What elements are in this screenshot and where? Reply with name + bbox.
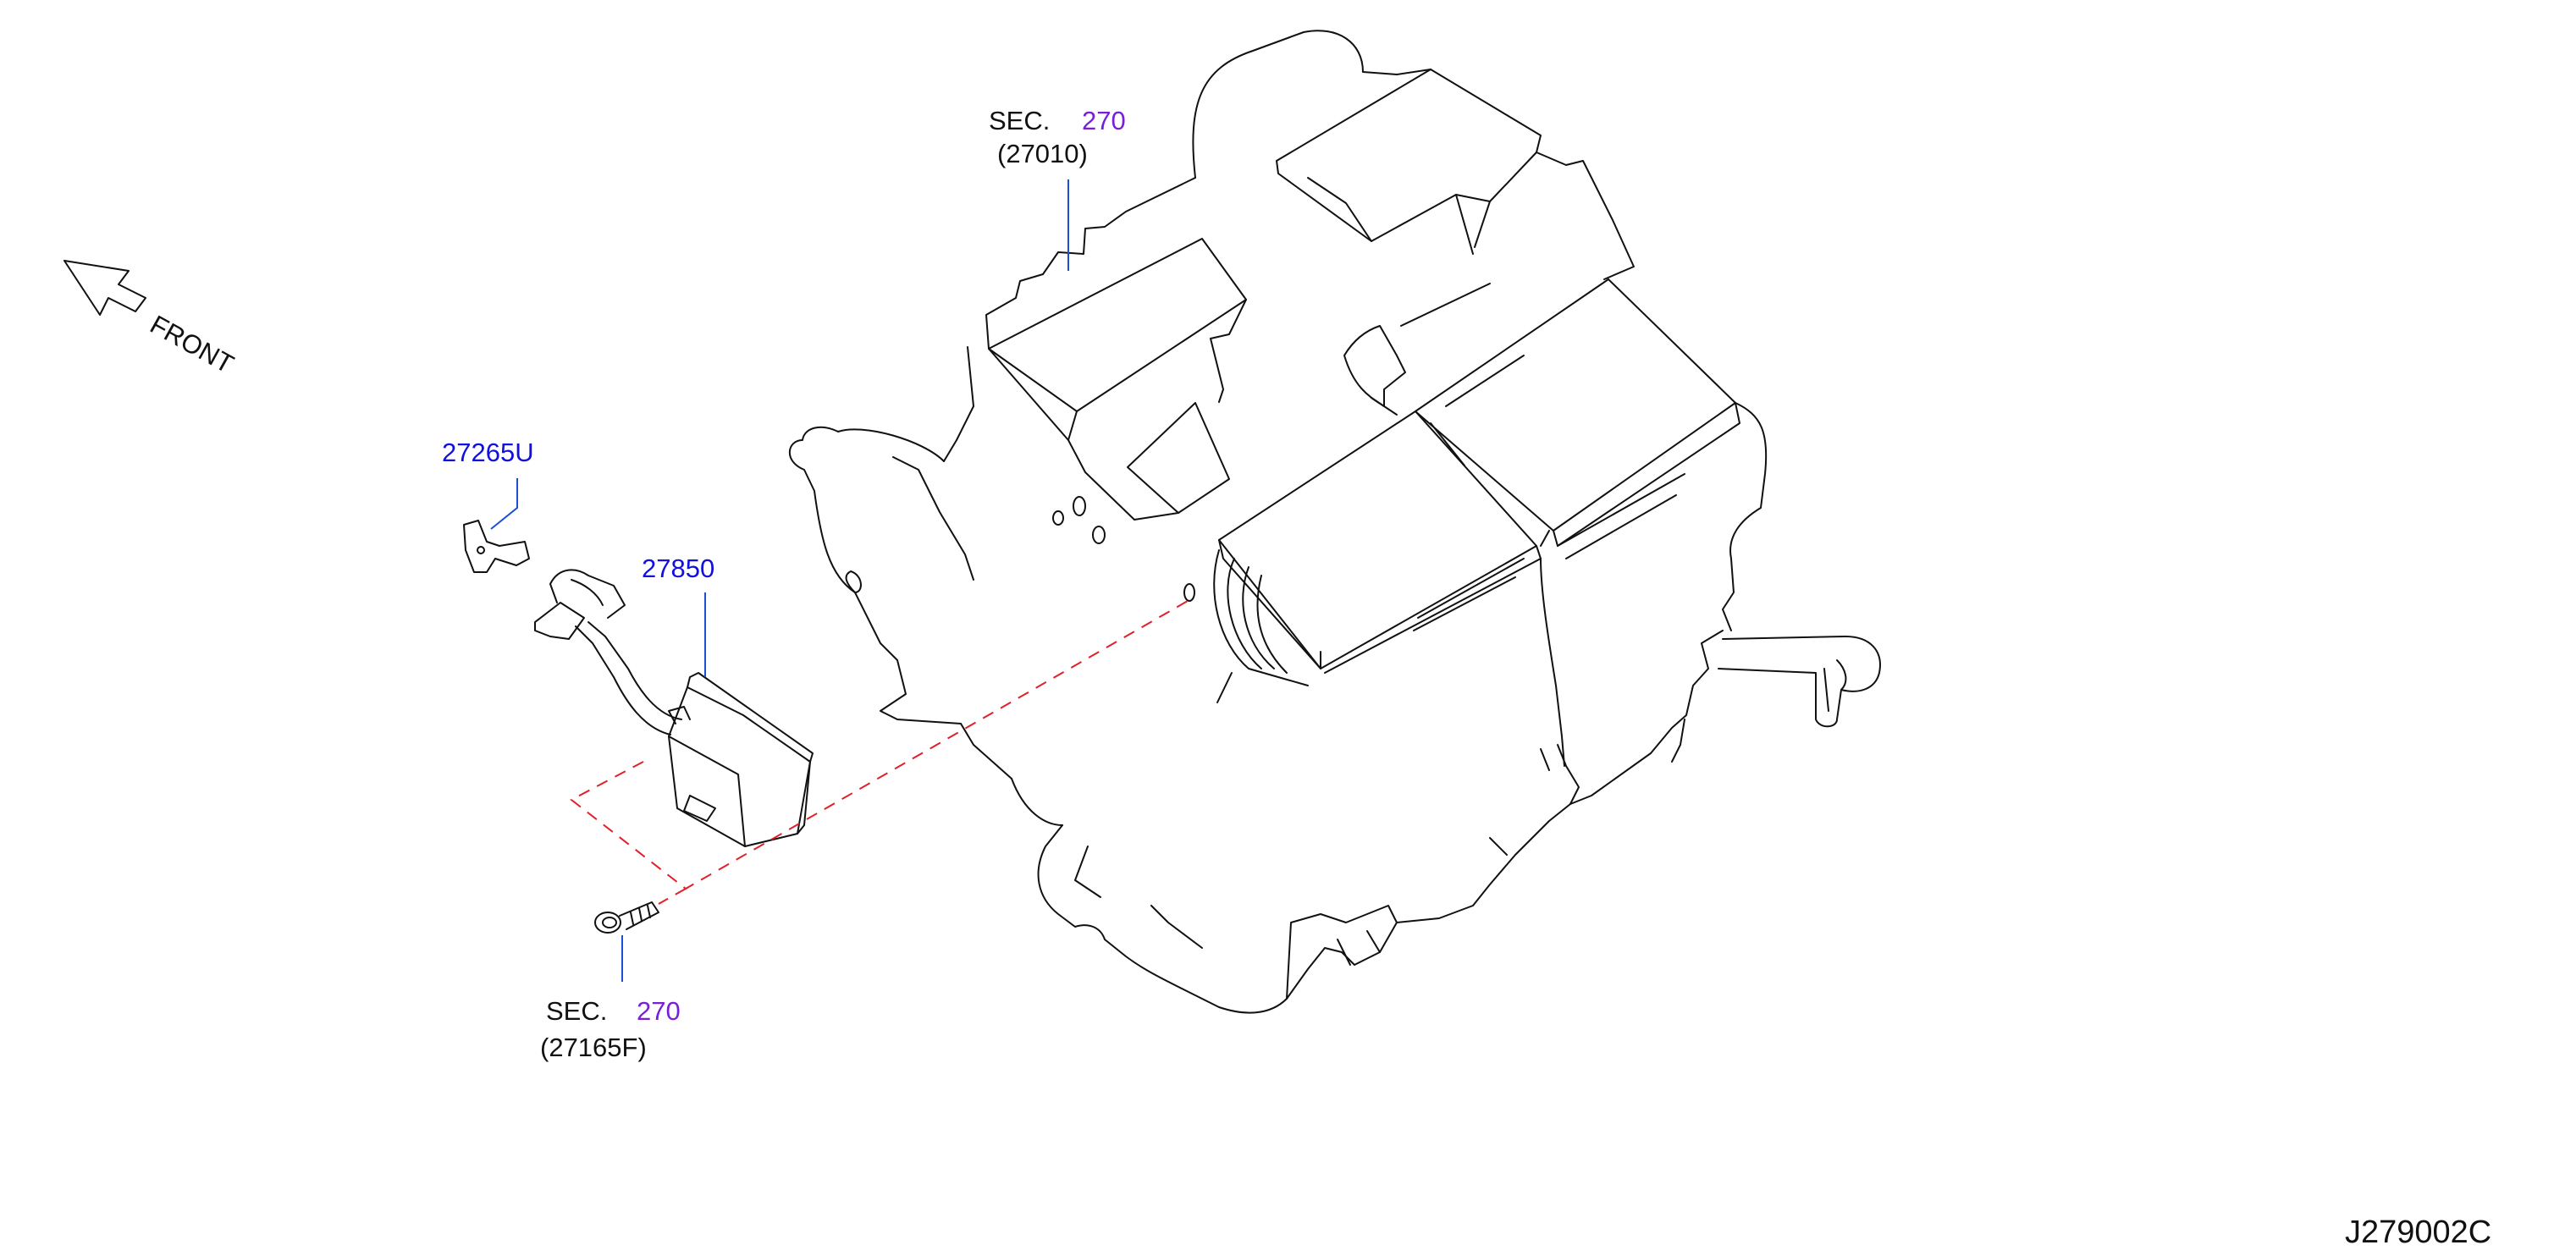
- callout-screw-sec: SEC.: [546, 996, 607, 1026]
- leader-lines: [490, 179, 1069, 982]
- installation-guide-lines: [570, 597, 1194, 905]
- callout-screw-sec-number: 270: [637, 996, 681, 1026]
- front-label: FRONT: [146, 310, 239, 379]
- callout-bracket-part-number: 27265U: [442, 438, 534, 467]
- diagram-id: J279002C: [2345, 1215, 2491, 1250]
- callout-screw-part-ref: (27165F): [540, 1033, 647, 1062]
- callout-sensor-part-number: 27850: [642, 554, 714, 583]
- sensor-27850: [534, 569, 814, 847]
- hvac-unit-assembly: [788, 30, 1881, 1014]
- screw-27165f: [594, 901, 659, 934]
- callout-top: SEC. 270 (27010): [989, 106, 1126, 168]
- bracket-27265u: [463, 520, 530, 573]
- callout-screw: SEC. 270 (27165F): [540, 996, 681, 1062]
- callout-top-sec: SEC.: [989, 106, 1050, 135]
- callout-top-sec-number: 270: [1082, 106, 1126, 135]
- callout-top-part-ref: (27010): [997, 139, 1088, 168]
- front-arrow-icon: [63, 260, 146, 316]
